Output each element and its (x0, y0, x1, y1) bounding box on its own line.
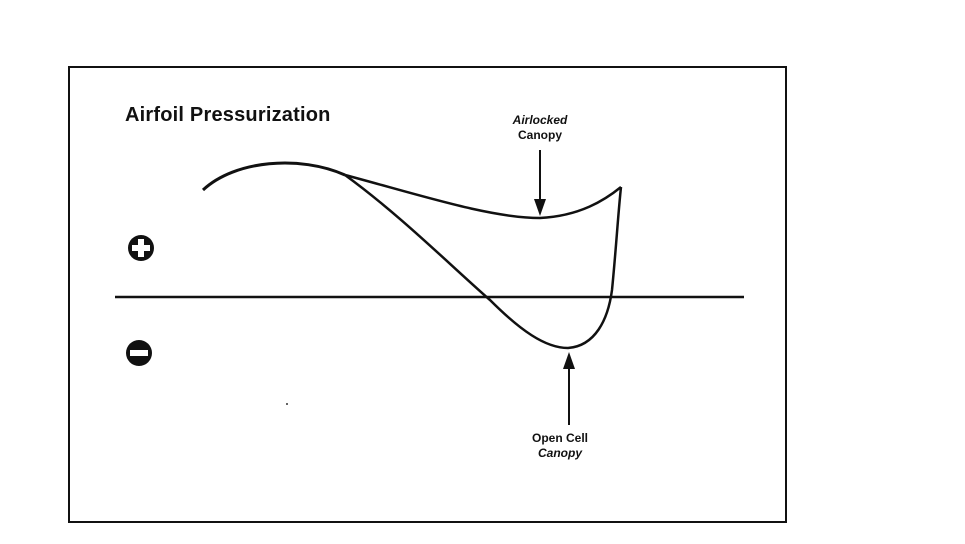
scan-speck (286, 403, 288, 405)
diagram-title: Airfoil Pressurization (125, 104, 331, 126)
open-cell-canopy-curve (344, 173, 623, 350)
leading-edge-curve (201, 161, 346, 192)
plus-circle-icon (128, 235, 154, 261)
open-cell-label-line2: Canopy (537, 446, 582, 460)
airlocked-label-line1: Airlocked (512, 113, 568, 127)
open-cell-label-line1: Open Cell (531, 431, 588, 445)
airlocked-canopy-label: Airlocked Canopy (500, 113, 580, 143)
open-cell-canopy-label: Open Cell Canopy (520, 431, 600, 461)
airlocked-canopy-curve (344, 173, 622, 220)
minus-circle-icon (126, 340, 152, 366)
diagram-frame (68, 66, 787, 523)
airlocked-arrow (534, 150, 546, 216)
open-cell-arrow (563, 352, 575, 425)
airlocked-label-line2: Canopy (517, 128, 562, 142)
